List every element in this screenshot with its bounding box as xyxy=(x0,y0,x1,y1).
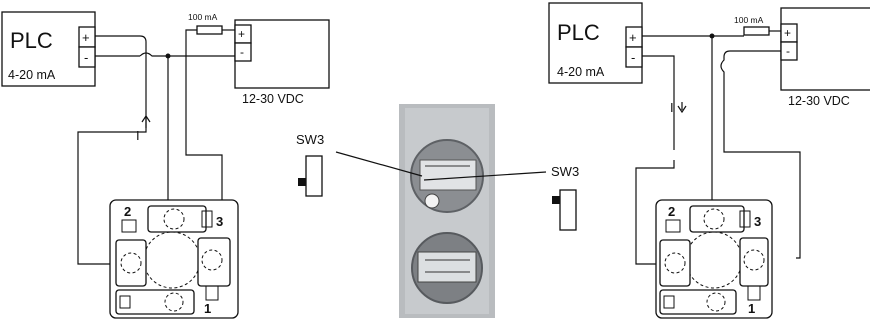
left-plc-label: PLC xyxy=(10,28,53,53)
left-terminal-3-number: 3 xyxy=(216,214,223,229)
device-photo-upper-board xyxy=(419,159,477,191)
left-terminal-1-clamp xyxy=(205,285,219,301)
right-wire-to-terminal-1 xyxy=(720,50,801,259)
device-photo-upper-screw xyxy=(424,193,440,209)
left-terminal-block: 3 2 1 xyxy=(109,199,239,319)
right-supply-plus-sign: + xyxy=(784,26,791,40)
left-switch-body xyxy=(305,155,323,197)
left-wire-plc-plus xyxy=(95,35,147,56)
left-fuse xyxy=(196,25,223,35)
left-switch-pointer-line xyxy=(335,151,423,177)
right-fuse xyxy=(743,26,770,36)
right-terminal-2-screw xyxy=(664,252,686,274)
left-terminal-2-slot xyxy=(115,239,147,287)
device-photo-lower-terminals xyxy=(417,251,477,283)
right-plc-plus-sign: + xyxy=(629,30,637,45)
right-terminal-block: 3 2 1 xyxy=(655,199,773,319)
right-terminal-3-number: 3 xyxy=(754,214,761,229)
left-terminal-1-screw xyxy=(201,249,223,271)
right-wire-plc-minus xyxy=(642,55,675,150)
switch-detail: SW3 SW3 xyxy=(296,104,579,318)
left-supply-minus-sign: - xyxy=(240,45,244,59)
right-terminal-1-clamp xyxy=(747,285,761,301)
device-photo xyxy=(399,104,495,318)
right-terminal-3-screw xyxy=(703,208,725,230)
left-supply-voltage: 12-30 VDC xyxy=(242,92,304,106)
right-terminal-1-screw xyxy=(743,249,765,271)
right-plc-range: 4-20 mA xyxy=(557,65,605,79)
left-terminal-bottom-screw xyxy=(164,292,184,312)
left-circuit: PLC 4-20 mA + - + - 12-30 VDC 100 mA I xyxy=(1,11,330,319)
left-plc-plus-sign: + xyxy=(82,30,90,45)
left-supply-plus-sign: + xyxy=(238,27,245,41)
left-plc-minus-terminal xyxy=(78,46,96,68)
right-wire-to-terminal-2 xyxy=(635,160,675,265)
left-terminal-3-screw xyxy=(163,208,185,230)
left-terminal-bottom-slot xyxy=(115,289,195,315)
left-plc-minus-sign: - xyxy=(84,50,88,65)
right-terminal-2-clamp xyxy=(665,219,681,233)
right-circuit: PLC 4-20 mA + - + - 12-30 VDC 100 mA I 3 xyxy=(548,2,870,319)
left-switch-lever xyxy=(298,178,306,186)
right-switch-body xyxy=(559,189,577,231)
left-supply-minus-terminal xyxy=(234,42,252,62)
right-switch-label: SW3 xyxy=(551,164,579,179)
left-terminal-2-number: 2 xyxy=(124,204,131,219)
left-switch-label: SW3 xyxy=(296,132,324,147)
right-supply-minus-sign: - xyxy=(786,44,790,58)
right-plc-minus-terminal xyxy=(625,46,643,68)
right-plc-label: PLC xyxy=(557,20,600,45)
left-current-label: I xyxy=(136,128,140,143)
right-fuse-label: 100 mA xyxy=(734,15,764,25)
left-terminal-2-clamp xyxy=(121,219,137,233)
left-terminal-3-slot xyxy=(147,205,207,233)
right-switch-lever xyxy=(552,196,560,204)
right-terminal-1-number: 1 xyxy=(748,301,755,316)
left-current-arrow-icon xyxy=(141,114,151,128)
right-current-arrow-icon xyxy=(677,102,687,114)
right-terminal-2-slot xyxy=(659,239,691,287)
right-terminal-2-number: 2 xyxy=(668,204,675,219)
right-supply-voltage: 12-30 VDC xyxy=(788,94,850,108)
left-terminal-1-number: 1 xyxy=(204,301,211,316)
left-terminal-3-clamp xyxy=(201,210,213,228)
right-plc-minus-sign: - xyxy=(631,50,635,65)
left-fuse-label: 100 mA xyxy=(188,12,218,22)
right-current-label: I xyxy=(670,100,674,115)
right-terminal-3-clamp xyxy=(739,210,751,228)
left-terminal-1-slot xyxy=(197,237,231,287)
left-wire-minus-bus xyxy=(139,52,235,57)
right-terminal-3-slot xyxy=(689,205,745,233)
right-terminal-bottom-screw xyxy=(706,292,726,312)
left-terminal-2-screw xyxy=(120,252,142,274)
left-plc-range: 4-20 mA xyxy=(8,68,56,82)
left-wire-to-terminal-2 xyxy=(77,58,147,265)
left-terminal-bottom-clamp xyxy=(119,295,131,309)
right-terminal-bottom-clamp xyxy=(663,295,675,309)
right-switch-pointer-line xyxy=(423,171,547,181)
right-terminal-bottom-slot xyxy=(659,289,737,315)
